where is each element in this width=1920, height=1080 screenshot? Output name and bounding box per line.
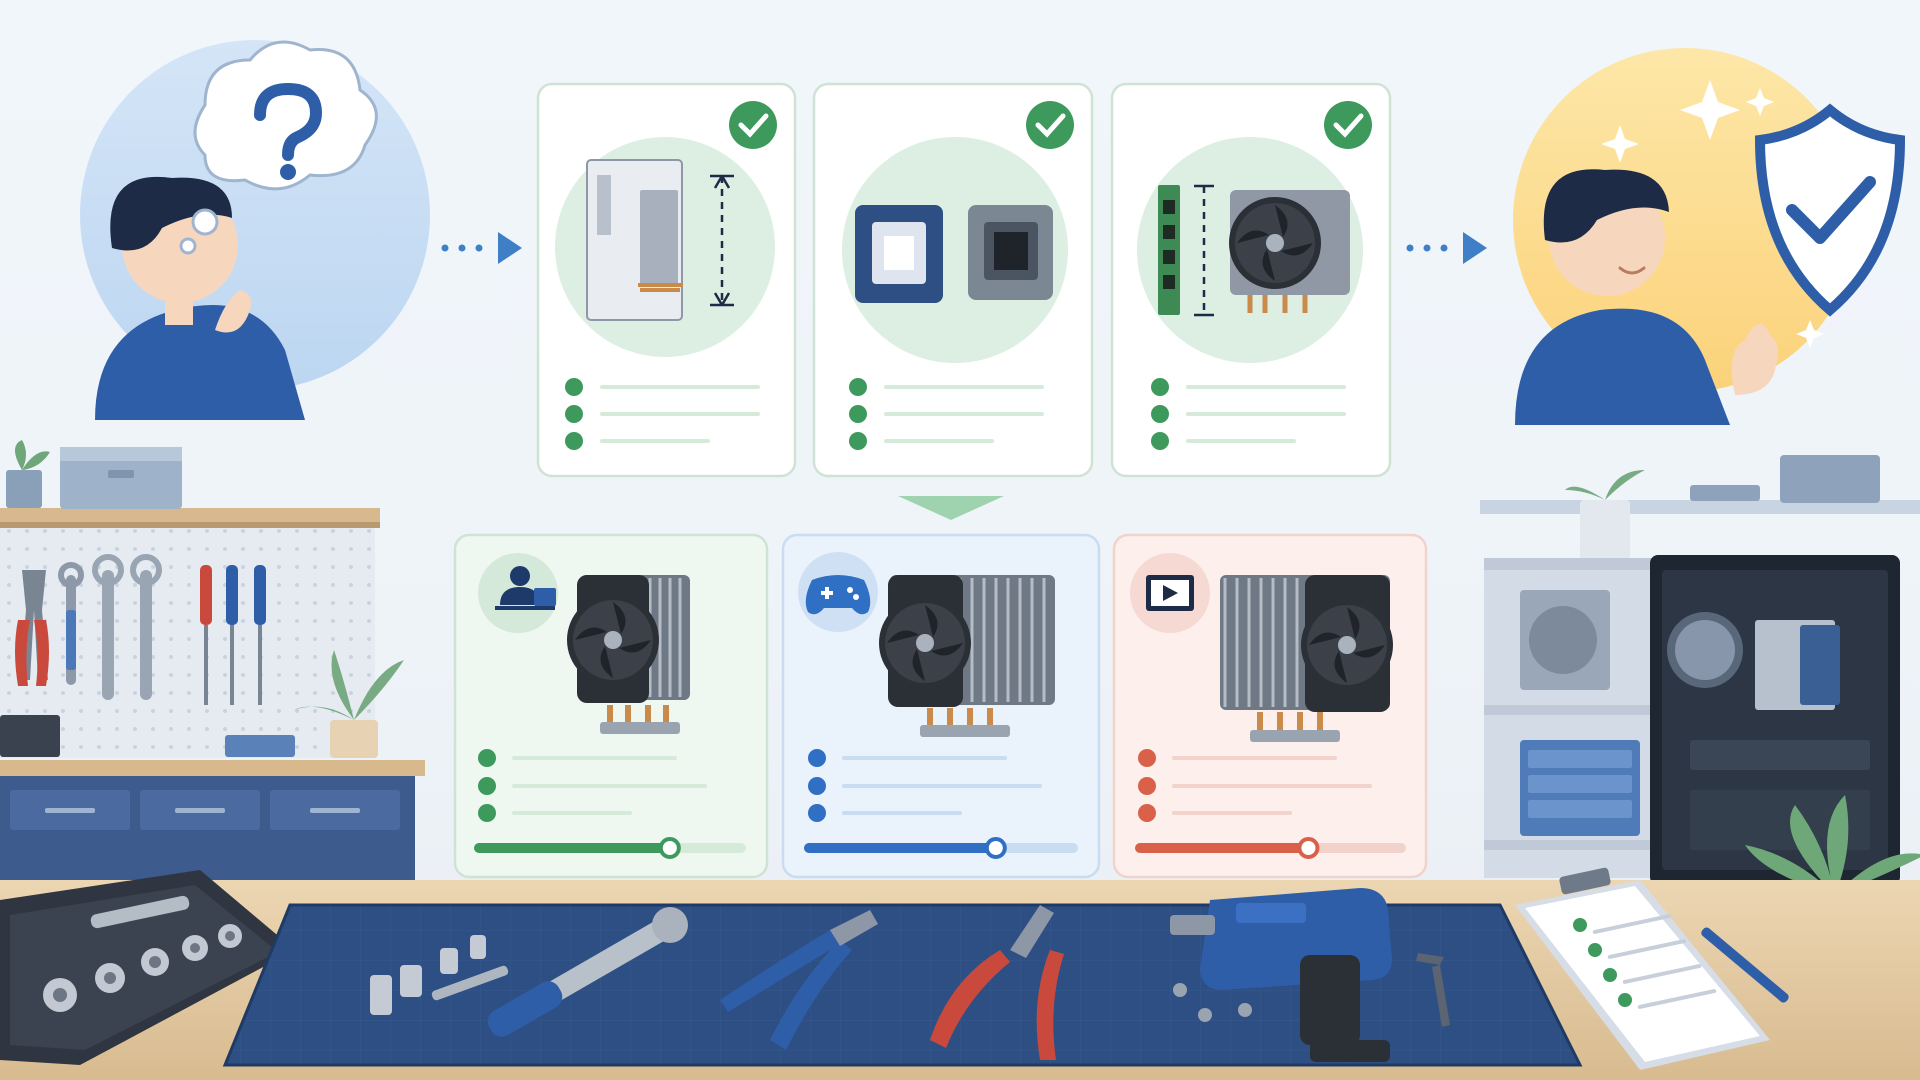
suitability-bar: [474, 837, 746, 859]
socket-set-case: [0, 870, 295, 1065]
suitability-fill: [1135, 843, 1309, 853]
left-workbench-cabinet: [0, 760, 425, 884]
check-badge-icon: [729, 101, 777, 149]
suitability-bar: [804, 837, 1078, 859]
shield-check-icon: [1754, 103, 1906, 317]
suitability-bar: [1135, 837, 1406, 859]
tool-blue-pliers: [720, 910, 878, 1050]
pegboard: [0, 528, 404, 758]
cooler-option-office: [453, 533, 769, 879]
tool-sockets: [370, 935, 509, 1015]
gamepad-icon: [798, 552, 878, 632]
check-list: [565, 378, 760, 450]
check-badge-icon: [1324, 101, 1372, 149]
flow-step-ram-clearance: [1110, 82, 1392, 478]
clipboard-checklist: [1515, 867, 1789, 1070]
cooler-option-gaming: [781, 533, 1101, 879]
pc-case-open: [1650, 555, 1900, 885]
video-play-icon: [1130, 553, 1210, 633]
question-mark-icon: [254, 82, 323, 161]
check-list: [478, 749, 707, 822]
check-list: [1138, 749, 1372, 822]
check-list: [808, 749, 1042, 822]
tool-screws: [1173, 953, 1450, 1027]
suitability-fill: [474, 843, 670, 853]
cooler-image-dual-tower: [879, 575, 1055, 737]
confident-person-panel: [1513, 48, 1906, 425]
flow-arrow-1: [441, 232, 522, 264]
thought-bubble: [179, 40, 378, 255]
check-list: [849, 378, 1044, 450]
suitability-knob: [984, 837, 1007, 859]
right-storage-shelf: [1480, 455, 1920, 878]
tool-red-pliers: [930, 905, 1064, 1060]
cooler-image-single-fan: [567, 575, 690, 734]
confused-person-panel: [80, 40, 430, 420]
flow-arrow-2: [1406, 232, 1487, 264]
check-list: [1151, 378, 1346, 450]
flow-step-socket-compatibility: [812, 82, 1094, 478]
flow-step-case-clearance: [536, 82, 797, 478]
user-at-desk-icon: [478, 553, 558, 633]
check-badge-icon: [1026, 101, 1074, 149]
suitability-knob: [658, 837, 681, 859]
tool-impact-driver: [1170, 888, 1392, 1062]
tool-ratchet: [487, 907, 688, 1037]
suitability-knob: [1297, 837, 1320, 859]
suitability-fill: [804, 843, 996, 853]
left-workshop-shelf: [0, 440, 380, 528]
cooler-option-video: [1112, 533, 1428, 879]
cooler-image-dual-tower-dual-fan: [1220, 575, 1393, 742]
down-arrow: [898, 496, 1004, 520]
